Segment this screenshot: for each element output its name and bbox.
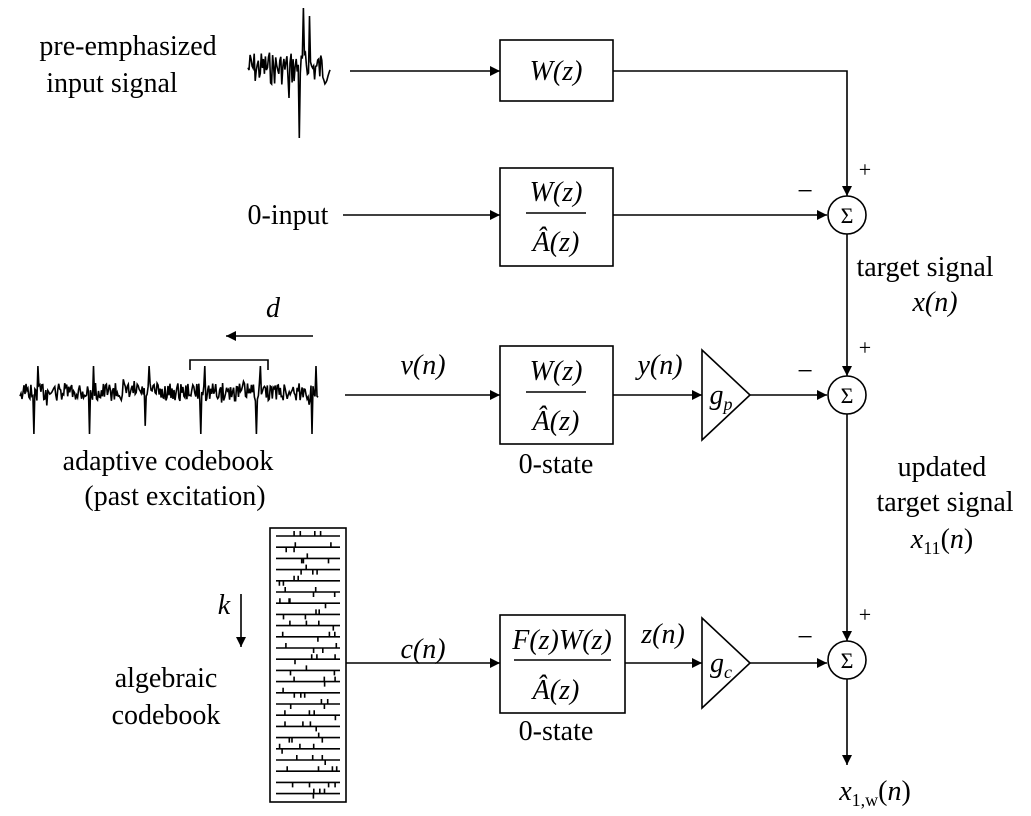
plus-sign-3: + [859,602,871,627]
w-filter-label: W(z) [530,56,583,87]
x11-paren-close: ) [964,524,973,555]
gain-gp-subscript: p [722,394,733,414]
wa-filter-box-1 [499,167,614,267]
target-signal-symbol: x(n) [911,287,957,318]
zero-state-label-2: 0-state [519,716,594,747]
codebook-window-bracket [189,359,269,370]
gain-gc-subscript: c [724,662,732,682]
updated-target-signal-label: target signal [876,487,1013,518]
past-excitation-waveform [19,365,319,435]
output-x1w-label: x1,w(n) [838,776,911,810]
algebraic-label: algebraic [115,663,218,694]
x11-n-label: x11(n) [910,524,973,558]
z-n-label: z(n) [640,619,685,650]
adaptive-codebook-label: adaptive codebook [63,446,274,477]
output-x: x [838,776,852,807]
y-n-label: y(n) [634,350,682,381]
zero-state-label-1: 0-state [519,449,594,480]
zero-input-label: 0-input [248,200,329,231]
wa-filter-2-numerator: W(z) [530,356,583,387]
fwa-filter-box [499,614,626,714]
plus-sign-2: + [859,335,871,360]
updated-label: updated [898,452,987,483]
gain-gc-g: g [710,648,724,679]
output-n: n [887,776,901,807]
c-n-label: c(n) [400,634,445,665]
x11-x: x [910,524,924,555]
fwa-filter-numerator: F(z)W(z) [511,625,612,656]
x11-subscript: 11 [923,538,940,558]
sigma-symbol-1: Σ [841,203,854,228]
output-paren-close: ) [901,776,910,807]
index-k-label: k [218,590,231,621]
w-to-sum1-wire [613,70,852,196]
x11-paren-open: ( [941,524,950,555]
wa-filter-2-denominator: Â(z) [531,406,580,437]
input-signal-waveform [247,7,331,139]
plus-sign-1: + [859,157,871,182]
wa-filter-1-denominator: Â(z) [531,227,580,258]
target-signal-label: target signal [856,252,993,283]
output-paren-open: ( [878,776,887,807]
minus-sign-3: − [797,622,813,653]
output-subscript: 1,w [852,790,879,810]
sigma-symbol-2: Σ [841,383,854,408]
sigma-symbol-3: Σ [841,648,854,673]
codebook-entries [276,531,340,799]
gain-gp-g: g [710,380,724,411]
gain-gc-label: gc [710,648,732,682]
algebraic-codebook-box [269,527,347,803]
gain-gp-amplifier [701,348,752,442]
past-excitation-label: (past excitation) [84,481,265,512]
codebook-label: codebook [112,700,221,731]
preemph-label-line2: input signal [46,68,178,99]
gain-gc-amplifier [701,616,752,710]
v-n-label: v(n) [400,350,445,381]
preemph-label-line1: pre-emphasized [39,31,216,62]
x11-n: n [950,524,964,555]
wa-filter-1-numerator: W(z) [530,177,583,208]
minus-sign-2: − [797,356,813,387]
gain-gp-label: gp [710,380,733,414]
delay-d-label: d [266,293,281,324]
minus-sign-1: − [797,176,813,207]
fwa-filter-denominator: Â(z) [531,675,580,706]
